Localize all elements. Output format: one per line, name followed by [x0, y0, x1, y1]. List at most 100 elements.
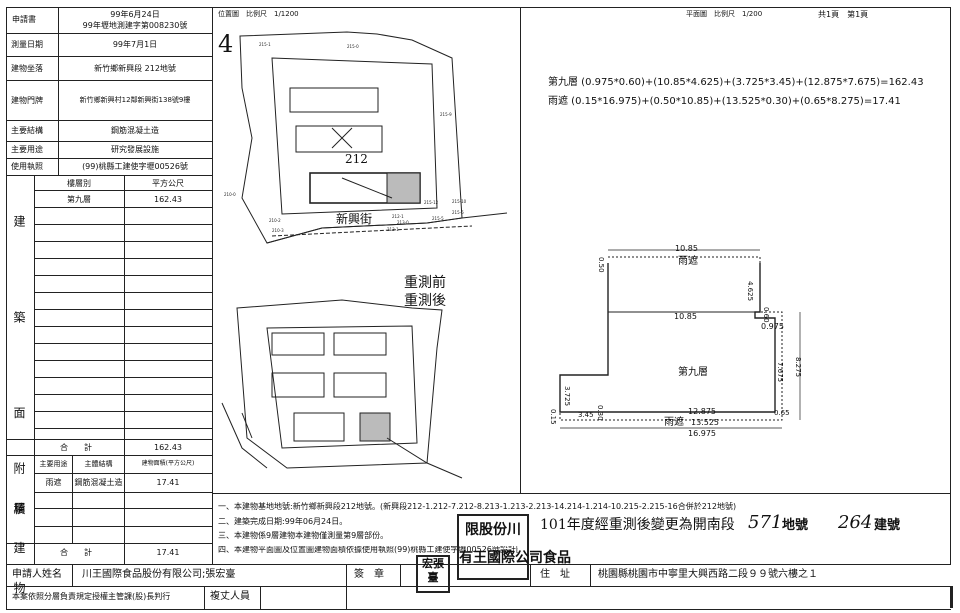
- frame-top: [6, 7, 951, 8]
- note-1: 一、本建物基地地號:新竹鄉新興段212地號。(新興段212-1.212-7.21…: [218, 502, 737, 511]
- dim-bottom-inner: 12.875: [688, 407, 716, 416]
- dim-right-awning-depth: 0.65: [774, 409, 790, 417]
- location-map-header: 位置圖 比例尺 1/1200: [218, 10, 299, 18]
- location-map: 215-1 215-0 215-9 210-0 215-12 215-10 21…: [221, 31, 508, 479]
- map-label-215-5: 215-5: [432, 216, 444, 221]
- map-label-215-6: 215-6: [452, 210, 464, 215]
- dim-right-notch-width: 0.975: [761, 322, 784, 331]
- area-total-value: 162.43: [154, 443, 182, 452]
- dim-left-width: 3.45: [578, 411, 594, 419]
- left-panel-divider: [212, 7, 213, 564]
- area-row-floor: 第九層: [67, 195, 91, 204]
- plan-page-header: 共1頁 第1頁: [818, 10, 869, 19]
- formula-floor: 第九層 (0.975*0.60)+(10.85*4.625)+(3.725*3.…: [548, 77, 924, 88]
- area-table-rule: [34, 343, 212, 344]
- notes-divider: [212, 493, 950, 494]
- value-main-use: 研究發展設施: [111, 145, 159, 154]
- label-main-use: 主要用途: [11, 145, 43, 154]
- personal-seal: 宏張 臺: [416, 555, 450, 593]
- annex-col-use: 主要用途: [39, 460, 68, 468]
- label-door-plate: 建物門牌: [11, 96, 43, 105]
- dim-bottom-total: 16.975: [688, 429, 716, 438]
- area-table-rule: [34, 428, 212, 429]
- value-application-date: 99年6月24日: [110, 10, 160, 19]
- label-application: 申請書: [12, 15, 36, 24]
- area-row-value: 162.43: [154, 195, 182, 204]
- dim-right-awning-height: 8.275: [794, 357, 802, 378]
- awning-bottom-label: 雨遮: [664, 417, 684, 428]
- value-use-permit: (99)桃縣工建使字壢00526號: [82, 162, 188, 171]
- area-table-rule: [34, 292, 212, 293]
- frame-left: [6, 7, 7, 564]
- applicant-label: 申請人姓名: [12, 569, 62, 580]
- area-table-rule: [34, 207, 212, 208]
- label-after-remeasure: 重測後: [404, 293, 446, 309]
- area-total-label: 合 計: [60, 443, 92, 452]
- dim-top-awning-depth: 0.50: [597, 257, 605, 273]
- map-label-210-0: 210-0: [224, 192, 236, 197]
- area-table-rule: [34, 326, 212, 327]
- seal-label: 簽 章: [354, 569, 384, 580]
- annex-row-use: 雨遮: [45, 478, 62, 487]
- dim-bottom-awning-depth: 0.30: [596, 405, 604, 421]
- note-4: 四、本建物平面圖及位置圖建物面積依據使用執照(99)桃縣工建使字壢00526號設…: [218, 546, 518, 554]
- annex-row-struct: 鋼筋混凝土造: [74, 478, 123, 487]
- dim-left-awning: 0.15: [549, 409, 557, 425]
- area-table-rule: [34, 275, 212, 276]
- col-area-header: 平方公尺: [152, 179, 184, 188]
- area-table-rule: [34, 241, 212, 242]
- note-3: 三、本建物係9層建物本建物僅測量第9層部份。: [218, 531, 389, 540]
- area-table-rule: [34, 309, 212, 310]
- area-table-rule: [34, 411, 212, 412]
- map-plan-divider: [520, 7, 521, 493]
- value-building-location: 新竹鄉新興段 212地號: [94, 64, 176, 73]
- area-table-rule: [34, 258, 212, 259]
- annex-col-area: 建物面積(平方公尺): [141, 460, 195, 467]
- formula-awning: 雨遮 (0.15*16.975)+(0.50*10.85)+(13.525*0.…: [548, 96, 901, 107]
- value-door-plate: 新竹鄉新興村12鄰新興街138號9樓: [79, 96, 191, 104]
- area-table-rule: [34, 360, 212, 361]
- map-label-210-3: 210-3: [272, 228, 284, 233]
- checker-label: 複丈人員: [210, 591, 250, 602]
- footer-row-divider: [6, 586, 951, 587]
- remeasure-build-suffix: 建號: [874, 518, 901, 533]
- annex-row-area: 17.41: [156, 478, 180, 487]
- personal-seal-top: 宏張: [422, 557, 444, 570]
- dim-top-width: 10.85: [675, 244, 698, 253]
- map-label-213-0: 213-0: [397, 220, 409, 225]
- dim-left-notch-height: 4.625: [746, 281, 754, 302]
- dim-bottom-awning: 13.525: [691, 418, 719, 427]
- dim-right-notch-depth: 0.60: [762, 307, 770, 323]
- annex-col-struct: 主體結構: [84, 460, 113, 468]
- applicant-value: 川王國際食品股份有限公司;張宏臺: [82, 569, 236, 580]
- label-use-permit: 使用執照: [11, 162, 43, 171]
- map-label-215-12: 215-12: [424, 200, 439, 205]
- street-name: 新興街: [336, 212, 373, 226]
- disclaimer-text: 本案依照分層負責規定授權主管課(股)長判行: [12, 592, 171, 601]
- remeasure-text: 101年度經重測後變更為開南段: [540, 517, 735, 533]
- lot-number: 212: [345, 152, 368, 166]
- note-2: 二、建築完成日期:99年06月24日。: [218, 517, 348, 526]
- map-label-215-0: 215-0: [347, 44, 359, 49]
- label-before-remeasure: 重測前: [404, 275, 446, 291]
- map-label-215-10: 215-10: [452, 199, 467, 204]
- sheet-mark: 4: [218, 30, 234, 58]
- map-label-212-1: 212-1: [392, 214, 404, 219]
- remeasure-lot-suffix: 地號: [782, 518, 809, 533]
- label-survey-date: 測量日期: [11, 40, 43, 49]
- frame-bottom: [6, 564, 951, 565]
- area-table-rule: [34, 394, 212, 395]
- value-main-structure: 鋼筋混凝土造: [111, 126, 159, 135]
- address-value: 桃園縣桃園市中寧里大興西路二段９９號六樓之１: [598, 569, 818, 580]
- value-survey-date: 99年7月1日: [112, 40, 158, 49]
- label-main-structure: 主要結構: [11, 126, 43, 135]
- company-seal: 限股份川 有王國際公司食品: [457, 514, 571, 580]
- dim-inner-top-width: 10.85: [674, 312, 697, 321]
- remeasure-build-handwritten: 264: [838, 512, 873, 533]
- address-label: 住 址: [540, 569, 570, 580]
- map-label-215-9: 215-9: [440, 112, 452, 117]
- frame-right: [950, 7, 951, 564]
- room-label: 第九層: [678, 367, 708, 378]
- annex-total-label: 合 計: [60, 548, 92, 557]
- area-table-rule: [34, 377, 212, 378]
